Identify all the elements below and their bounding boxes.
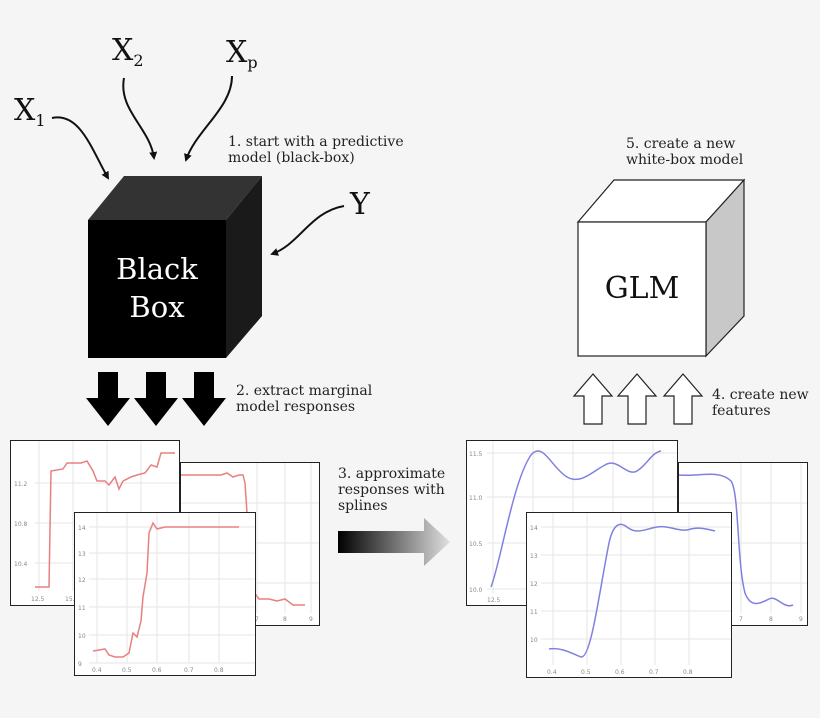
svg-text:10.0: 10.0 xyxy=(469,587,483,594)
down-arrow-icon xyxy=(182,372,226,426)
svg-text:9: 9 xyxy=(78,661,82,668)
svg-text:8: 8 xyxy=(283,616,287,623)
x2-label: X2 xyxy=(112,33,144,71)
svg-text:11.2: 11.2 xyxy=(14,481,28,488)
svg-text:12.5: 12.5 xyxy=(487,597,501,604)
x1-arrow xyxy=(51,116,109,180)
x1-label: X1 xyxy=(14,93,46,131)
extract-down-arrows xyxy=(86,372,226,426)
svg-text:0.7: 0.7 xyxy=(184,667,194,674)
svg-text:0.7: 0.7 xyxy=(649,669,659,676)
glm-label: GLM xyxy=(604,271,680,306)
svg-text:11: 11 xyxy=(530,609,538,616)
svg-text:12: 12 xyxy=(78,577,86,584)
svg-text:0.4: 0.4 xyxy=(547,669,557,676)
y-label: Y xyxy=(350,187,370,222)
black-box-cube xyxy=(88,176,262,358)
up-arrow-icon xyxy=(572,373,614,425)
svg-text:14: 14 xyxy=(530,525,538,532)
svg-text:14: 14 xyxy=(78,525,86,532)
svg-text:0.6: 0.6 xyxy=(615,669,625,676)
svg-text:11: 11 xyxy=(78,605,86,612)
svg-text:0.5: 0.5 xyxy=(581,669,591,676)
black-box-label: Black Box xyxy=(116,252,198,324)
svg-text:0.8: 0.8 xyxy=(683,669,693,676)
svg-text:12: 12 xyxy=(530,581,538,588)
svg-text:8: 8 xyxy=(769,616,773,623)
feature-up-arrows xyxy=(572,373,704,425)
left-front-plot: 14 13 12 11 10 9 0.4 0.5 0.6 0.7 0.8 xyxy=(74,512,256,676)
svg-text:0.4: 0.4 xyxy=(92,667,102,674)
up-arrow-icon xyxy=(662,373,704,425)
x2-arrow xyxy=(122,77,158,160)
down-arrow-icon xyxy=(134,372,178,426)
svg-text:10: 10 xyxy=(530,637,538,644)
svg-text:0.5: 0.5 xyxy=(122,667,132,674)
down-arrow-icon xyxy=(86,372,130,426)
right-front-plot-svg: 14 13 12 11 10 0.4 0.5 0.6 0.7 0.8 xyxy=(530,513,731,676)
right-front-plot: 14 13 12 11 10 0.4 0.5 0.6 0.7 0.8 xyxy=(526,512,732,678)
up-arrow-icon xyxy=(616,373,658,425)
svg-text:13: 13 xyxy=(78,551,86,558)
svg-text:9: 9 xyxy=(799,616,803,623)
svg-text:11.5: 11.5 xyxy=(469,451,483,458)
svg-text:9: 9 xyxy=(309,616,313,623)
xp-arrow xyxy=(184,75,233,162)
svg-text:15.0: 15.0 xyxy=(65,596,79,603)
svg-text:7: 7 xyxy=(255,616,259,623)
svg-text:10.4: 10.4 xyxy=(14,561,28,568)
svg-text:0.6: 0.6 xyxy=(152,667,162,674)
approximate-arrow xyxy=(338,518,450,566)
glm-cube xyxy=(576,178,746,358)
svg-text:0.8: 0.8 xyxy=(214,667,224,674)
svg-text:11.0: 11.0 xyxy=(469,495,483,502)
left-front-plot-svg: 14 13 12 11 10 9 0.4 0.5 0.6 0.7 0.8 xyxy=(78,513,255,674)
svg-text:10.8: 10.8 xyxy=(14,521,28,528)
svg-text:10: 10 xyxy=(78,633,86,640)
svg-text:12.5: 12.5 xyxy=(31,596,45,603)
xp-label: Xp xyxy=(226,35,258,73)
svg-text:13: 13 xyxy=(530,553,538,560)
y-arrow xyxy=(270,205,345,256)
svg-text:7: 7 xyxy=(739,616,743,623)
right-mid-plot-svg: 7 8 9 xyxy=(678,463,807,623)
svg-text:10.5: 10.5 xyxy=(469,541,483,548)
